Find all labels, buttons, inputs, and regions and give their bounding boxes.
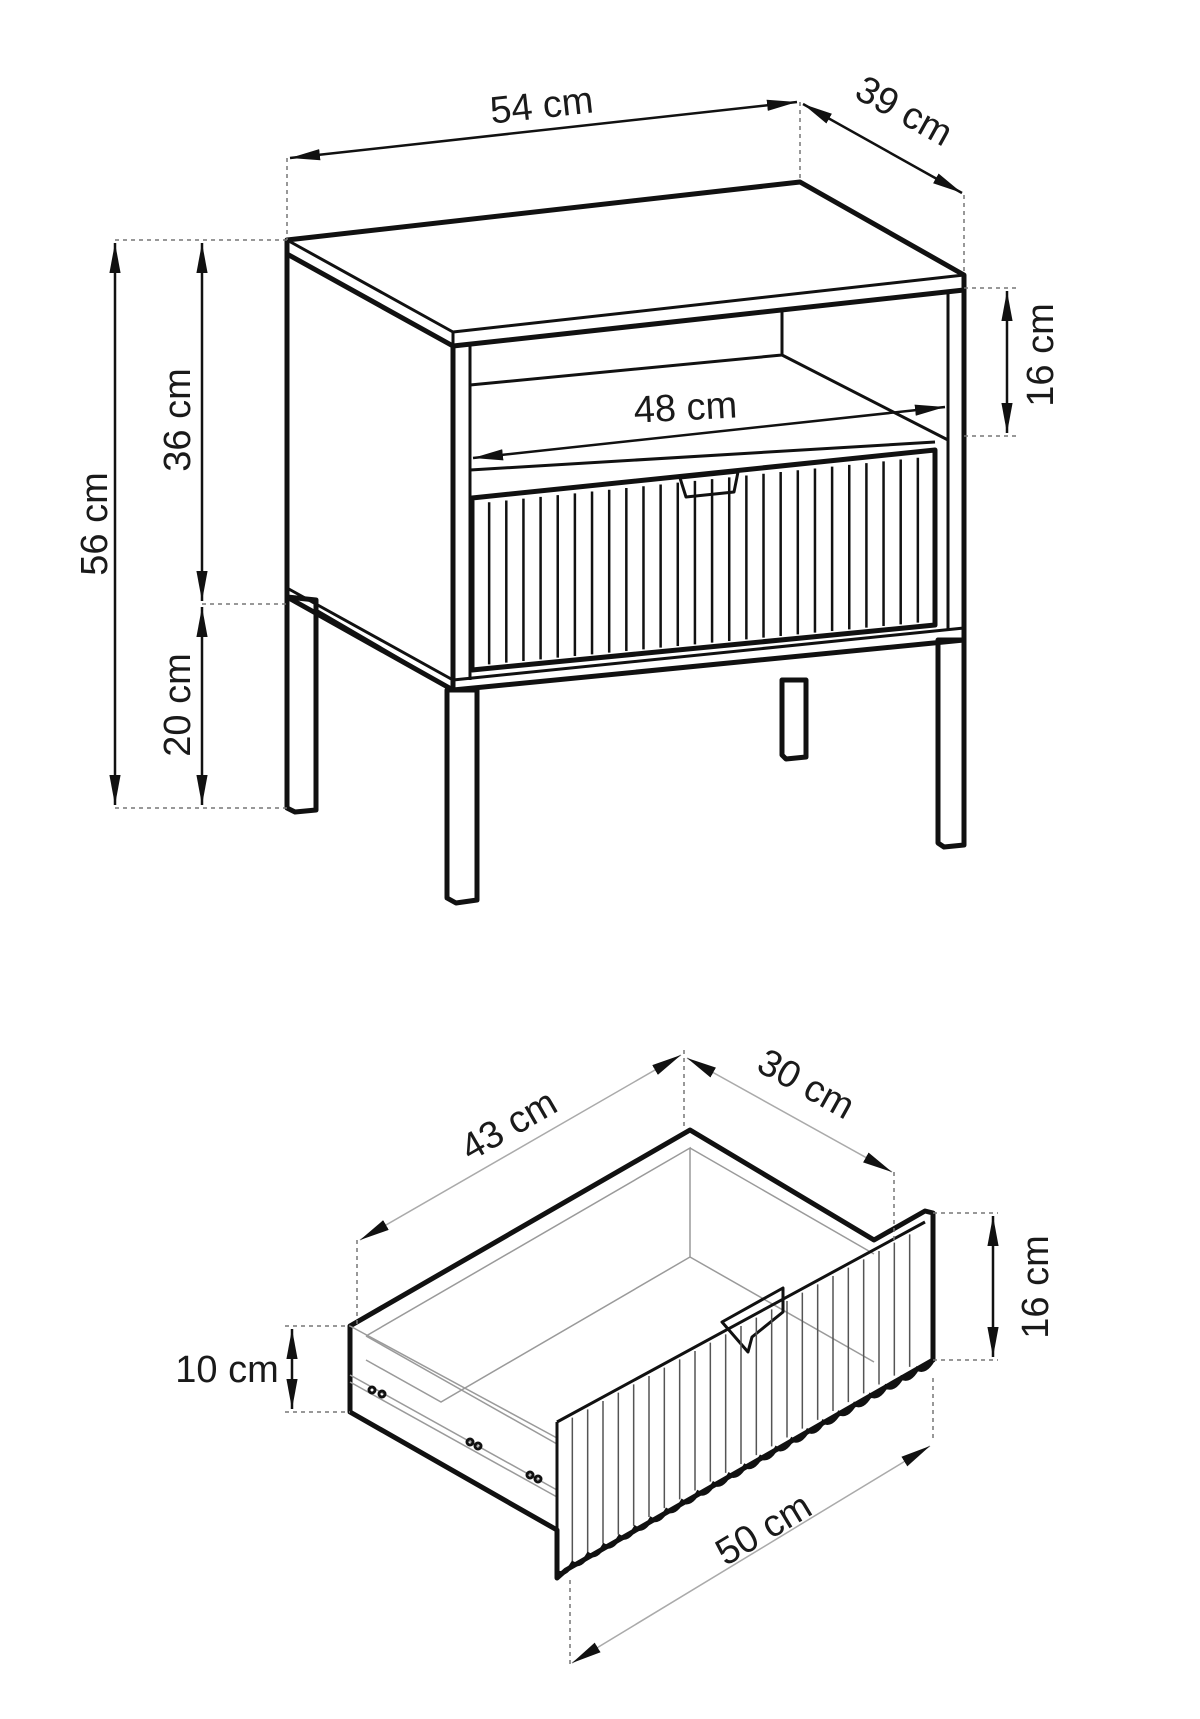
nightstand-dimensions: 54 cm 39 cm 56 cm 36 cm 20 cm 16 cm 48 c… (74, 68, 1062, 809)
width-dimension-line (289, 99, 798, 161)
top-front-edge (286, 238, 965, 334)
inner-width-label: 48 cm (633, 384, 739, 431)
drawer-length-label: 43 cm (454, 1082, 565, 1170)
drawer-slide-holes (367, 1385, 543, 1484)
leg-height-label: 20 cm (157, 653, 199, 756)
drawer-depth-dimension-line (686, 1057, 893, 1173)
drawer-front-width-label: 50 cm (709, 1485, 819, 1574)
bottom-rail (450, 637, 967, 693)
total-height-label: 56 cm (74, 472, 116, 575)
drawer-front-width-dimension-line (571, 1445, 931, 1664)
top-slab (284, 179, 967, 349)
leg-front-left (444, 687, 480, 906)
drawer-drawing (347, 1127, 936, 1581)
inner-width-dimension-line (472, 404, 946, 461)
drawer-length-dimension-line (359, 1054, 682, 1241)
nightstand-drawing (284, 179, 967, 906)
drawer-outline (347, 1127, 936, 1581)
depth-label: 39 cm (848, 68, 959, 155)
drawer-handle-icon (720, 1286, 785, 1354)
leg-back-right (779, 677, 809, 762)
leg-front-right (935, 637, 967, 850)
depth-dimension-line (802, 102, 963, 195)
drawer-front (469, 447, 938, 673)
drawer-handle-icon (678, 470, 740, 499)
drawer-depth-label: 30 cm (750, 1041, 861, 1128)
drawer-dimensions: 43 cm 30 cm 16 cm 10 cm 50 cm (175, 1041, 1057, 1664)
width-label: 54 cm (488, 80, 595, 133)
shelf-height-label: 16 cm (1020, 303, 1062, 406)
drawer-side-height-label: 10 cm (175, 1349, 278, 1391)
shelf-back (469, 312, 784, 387)
drawer-flutes (487, 457, 920, 665)
drawer-front-height-label: 16 cm (1015, 1235, 1057, 1338)
leg-back-left (284, 594, 319, 815)
body-height-label: 36 cm (157, 368, 199, 471)
